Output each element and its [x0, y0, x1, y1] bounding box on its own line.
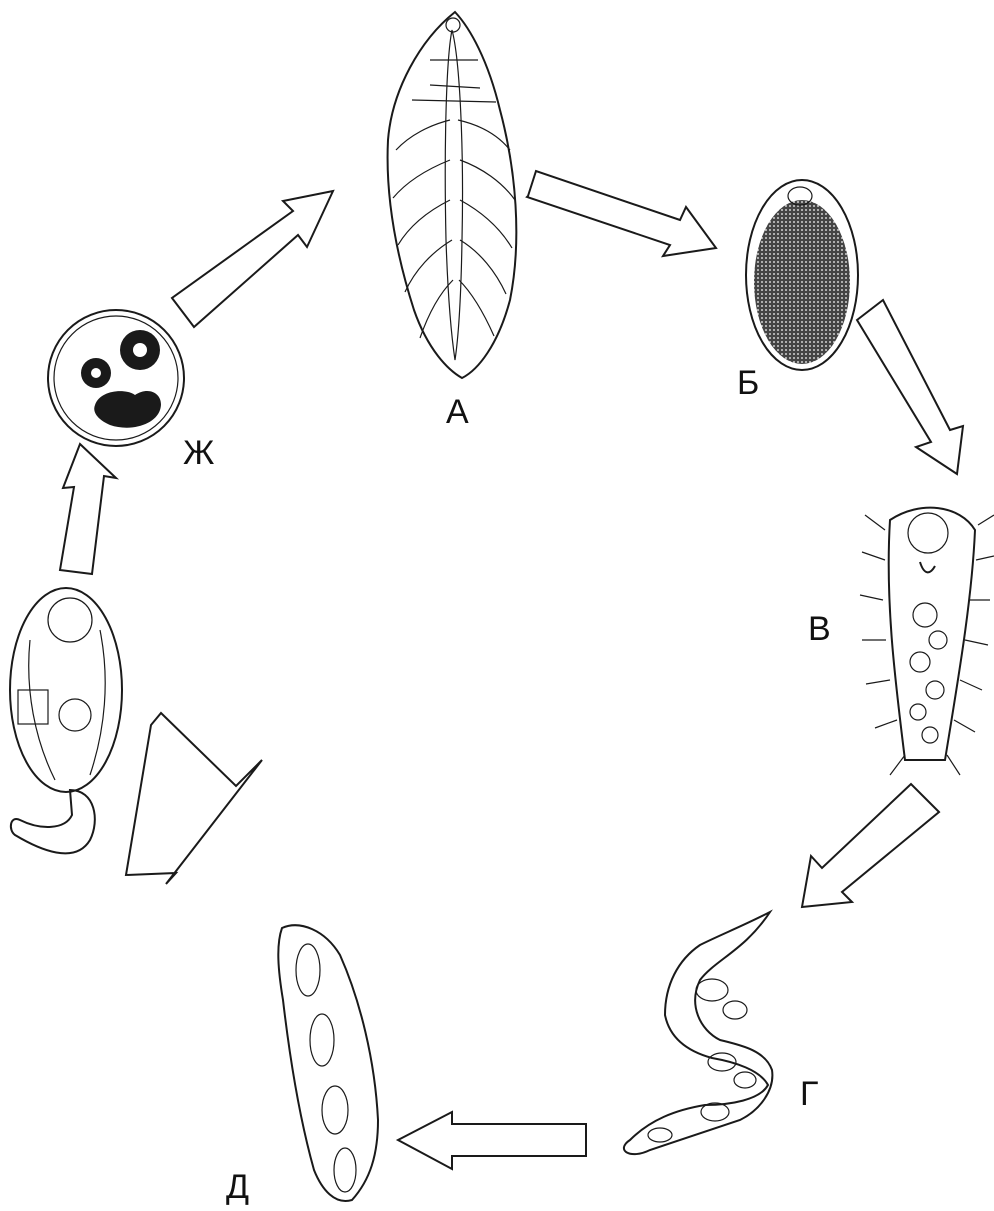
label-a: А	[446, 393, 469, 431]
stage-b-egg	[746, 180, 858, 370]
arrow-d-to-e	[126, 713, 262, 884]
label-d: Д	[226, 1168, 249, 1206]
label-b: Б	[737, 364, 759, 402]
stage-d-redia	[278, 925, 378, 1201]
arrow-a-to-b	[527, 171, 716, 256]
arrow-b-to-v	[857, 300, 963, 474]
arrow-v-to-g	[802, 784, 939, 907]
stage-zh-cyst	[48, 310, 184, 446]
label-g: Г	[800, 1075, 818, 1113]
stage-v-miracidium	[860, 508, 994, 775]
stage-a-adult-fluke	[388, 12, 517, 378]
arrow-e-to-zh	[60, 444, 116, 574]
stage-e-cercaria	[10, 588, 122, 853]
label-v: В	[808, 610, 831, 648]
stage-g-sporocyst	[624, 912, 772, 1154]
arrow-g-to-d	[398, 1112, 586, 1169]
label-zh: Ж	[183, 434, 214, 472]
arrow-zh-to-a	[172, 191, 333, 327]
